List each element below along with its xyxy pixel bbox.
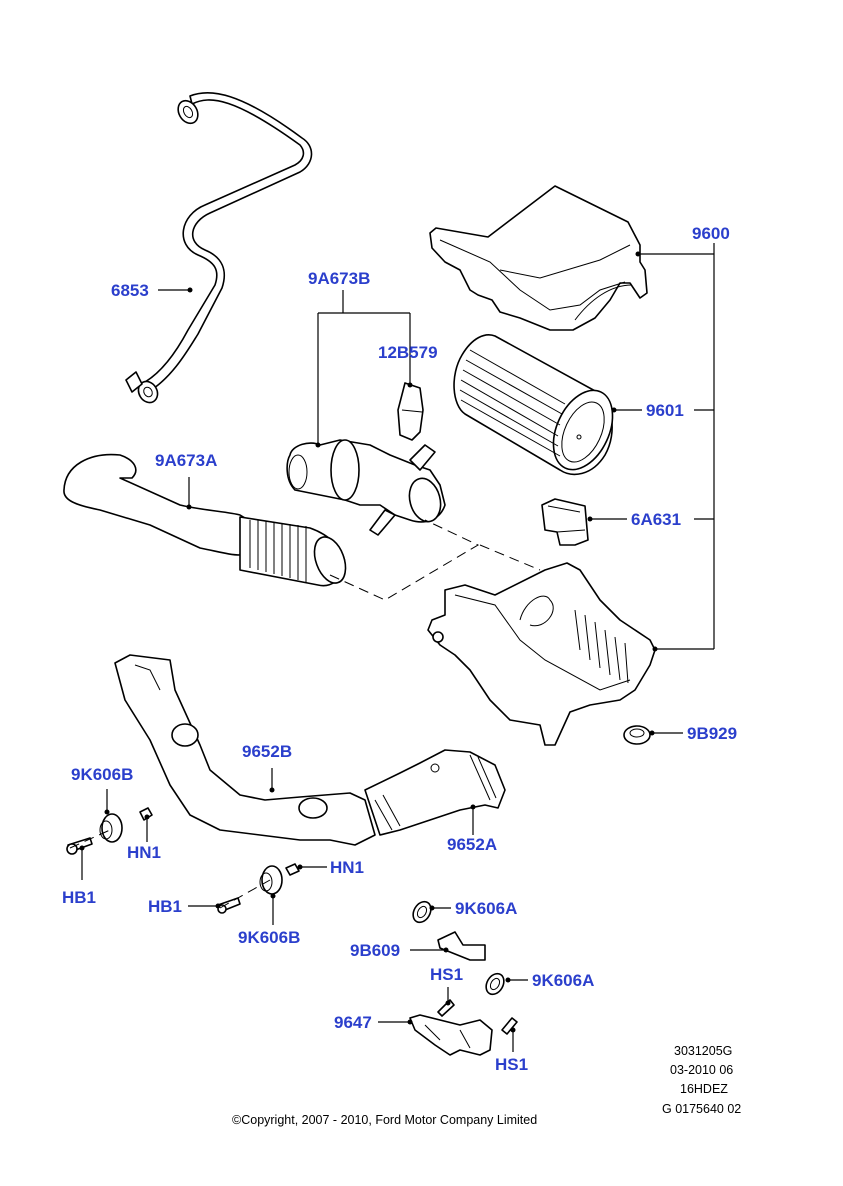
part-9K606B-insulator-left[interactable] <box>99 813 123 843</box>
callout-HS1-bottom[interactable]: HS1 <box>495 1055 528 1074</box>
callout-9K606B-right[interactable]: 9K606B <box>238 928 300 947</box>
callout-9A673B[interactable]: 9A673B <box>308 269 370 288</box>
part-9A673B-resonator[interactable] <box>286 439 446 536</box>
part-9A673A-intake-hose[interactable] <box>63 453 351 588</box>
reference-engine: 16HDEZ <box>680 1082 728 1096</box>
part-9K606A-insulator-bottom[interactable] <box>483 970 508 997</box>
callout-6853[interactable]: 6853 <box>111 281 149 300</box>
callout-9K606B-left[interactable]: 9K606B <box>71 765 133 784</box>
part-9652A-intake-duct[interactable] <box>364 749 506 836</box>
leader-lines <box>79 243 715 1052</box>
part-6A631-block[interactable] <box>541 498 589 546</box>
callout-9600[interactable]: 9600 <box>692 224 730 243</box>
callout-6A631[interactable]: 6A631 <box>631 510 681 529</box>
part-9600-air-cleaner-lower[interactable] <box>427 562 656 746</box>
callout-9A673A[interactable]: 9A673A <box>155 451 217 470</box>
reference-code: 3031205G <box>674 1044 732 1058</box>
callout-HB1-right[interactable]: HB1 <box>148 897 182 916</box>
part-9B929-grommet[interactable] <box>623 725 651 745</box>
callout-9647[interactable]: 9647 <box>334 1013 372 1032</box>
alignment-line <box>329 519 480 601</box>
part-9647-bracket[interactable] <box>409 1014 493 1056</box>
part-9B609-bracket[interactable] <box>437 931 486 961</box>
part-HB1-bolt-right[interactable] <box>217 897 241 914</box>
part-HN1-nut-left[interactable] <box>139 807 153 821</box>
alignment-line <box>479 544 541 571</box>
callout-9K606A-bottom[interactable]: 9K606A <box>532 971 594 990</box>
alignment-line <box>69 829 111 849</box>
callout-9652A[interactable]: 9652A <box>447 835 497 854</box>
callout-HB1-left[interactable]: HB1 <box>62 888 96 907</box>
reference-illustration-id: G 0175640 02 <box>662 1102 741 1116</box>
callout-HS1-top[interactable]: HS1 <box>430 965 463 984</box>
callout-HN1-right[interactable]: HN1 <box>330 858 364 877</box>
callout-9K606A-top[interactable]: 9K606A <box>455 899 517 918</box>
part-12B579-maf-sensor[interactable] <box>397 382 424 441</box>
part-6853-breather-hose[interactable] <box>125 91 313 406</box>
part-9K606A-insulator-top[interactable] <box>410 898 435 925</box>
callout-9B929[interactable]: 9B929 <box>687 724 737 743</box>
part-9K606B-insulator-right[interactable] <box>259 865 283 895</box>
callout-9652B[interactable]: 9652B <box>242 742 292 761</box>
copyright-notice: ©Copyright, 2007 - 2010, Ford Motor Comp… <box>232 1113 537 1127</box>
part-9652B-intake-duct[interactable] <box>114 654 376 846</box>
part-HN1-nut-right[interactable] <box>285 863 300 876</box>
reference-date: 03-2010 06 <box>670 1063 733 1077</box>
alignment-line <box>219 879 271 909</box>
part-9601-air-filter[interactable] <box>453 334 624 479</box>
part-9600-air-cleaner-cover[interactable] <box>429 185 648 331</box>
callout-9B609[interactable]: 9B609 <box>350 941 400 960</box>
callout-HN1-left[interactable]: HN1 <box>127 843 161 862</box>
part-HS1-screw-bottom[interactable] <box>501 1017 518 1035</box>
callout-9601[interactable]: 9601 <box>646 401 684 420</box>
callout-12B579[interactable]: 12B579 <box>378 343 438 362</box>
part-HB1-bolt-left[interactable] <box>66 837 93 855</box>
